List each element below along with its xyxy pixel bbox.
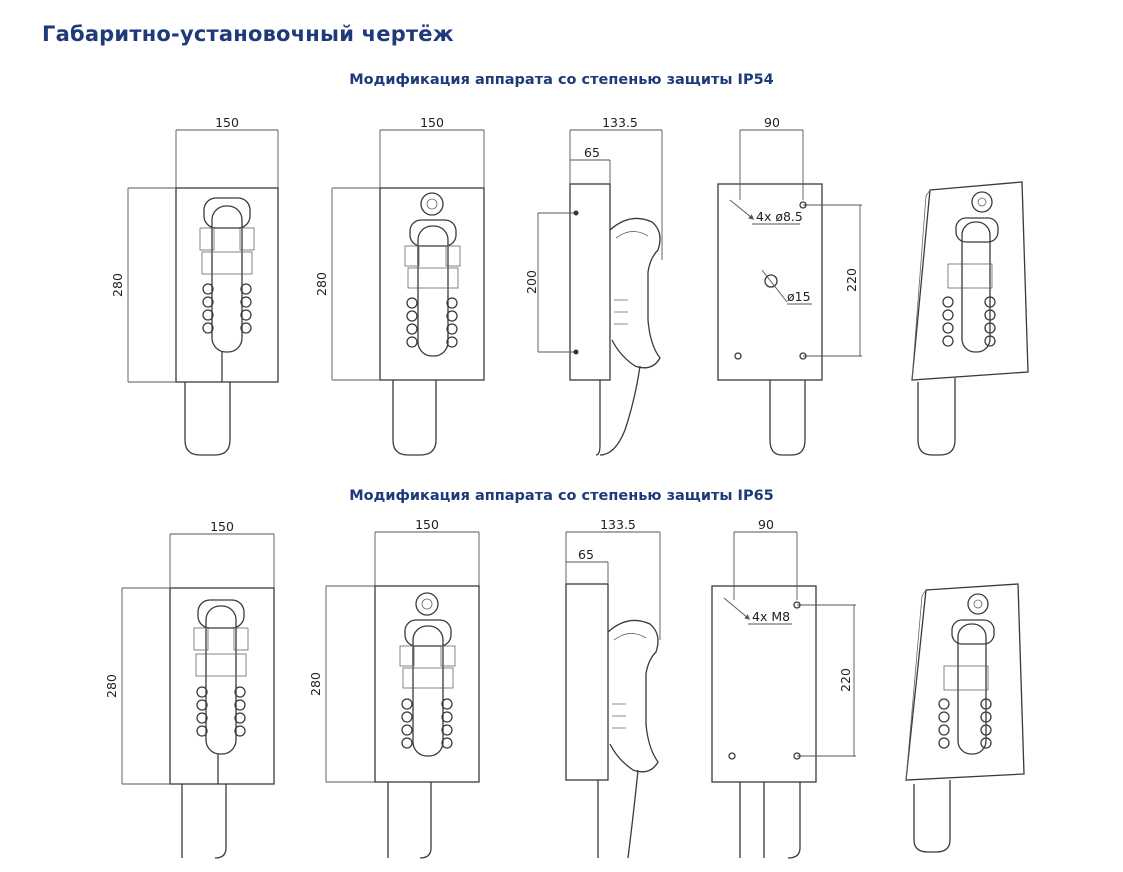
dim-hole-spacing: 90 [758,517,774,532]
mount-hole [793,601,801,609]
dim-width: 150 [215,115,239,130]
dim-mount-height: 200 [524,270,539,294]
speaker-icon [420,192,444,216]
perspective-view-ip65 [905,583,1025,853]
dim-height: 280 [104,674,119,698]
perspective-view-ip54 [911,181,1029,456]
back-view-ip54: 90 220 4x ø8.5 ø15 [717,115,862,456]
dim-depth: 133.5 [602,115,638,130]
side-view-ip54: 133.5 65 200 [524,115,663,456]
dim-body-depth: 65 [584,145,600,160]
mount-hole [799,201,807,209]
speaker-icon [415,592,439,616]
holes-label: 4x ø8.5 [756,209,803,224]
speaker-icon [971,191,993,213]
mount-hole [793,752,801,760]
dim-height: 280 [308,672,323,696]
section-title-ip65: Модификация аппарата со степенью защиты … [349,488,774,504]
dim-vertical-spacing: 220 [838,668,853,692]
dim-width: 150 [420,115,444,130]
speaker-icon [967,593,989,615]
mount-hole [734,352,742,360]
mount-hole [728,752,736,760]
mount-hole [799,352,807,360]
cable-hole [764,274,778,288]
dim-height: 280 [110,273,125,297]
dim-depth: 133.5 [600,517,636,532]
cable-hole-label: ø15 [787,289,811,304]
dim-height: 280 [314,272,329,296]
dim-vertical-spacing: 220 [844,268,859,292]
front-view-speaker-ip65: 150 280 [308,517,480,859]
side-view-ip65: 133.5 65 [565,517,661,859]
dim-width: 150 [415,517,439,532]
dim-body-depth: 65 [578,547,594,562]
back-view-ip65: 90 220 4x M8 [711,517,856,859]
dim-hole-spacing: 90 [764,115,780,130]
dim-width: 150 [210,519,234,534]
holes-label: 4x M8 [752,609,790,624]
front-view-speaker-ip54: 150 280 [314,115,485,456]
front-view-plain-ip54: 150 280 [110,115,279,456]
section-title-ip54: Модификация аппарата со степенью защиты … [349,72,774,88]
page-title: Габаритно-установочный чертёж [42,22,454,46]
front-view-plain-ip65: 150 280 [104,519,275,859]
